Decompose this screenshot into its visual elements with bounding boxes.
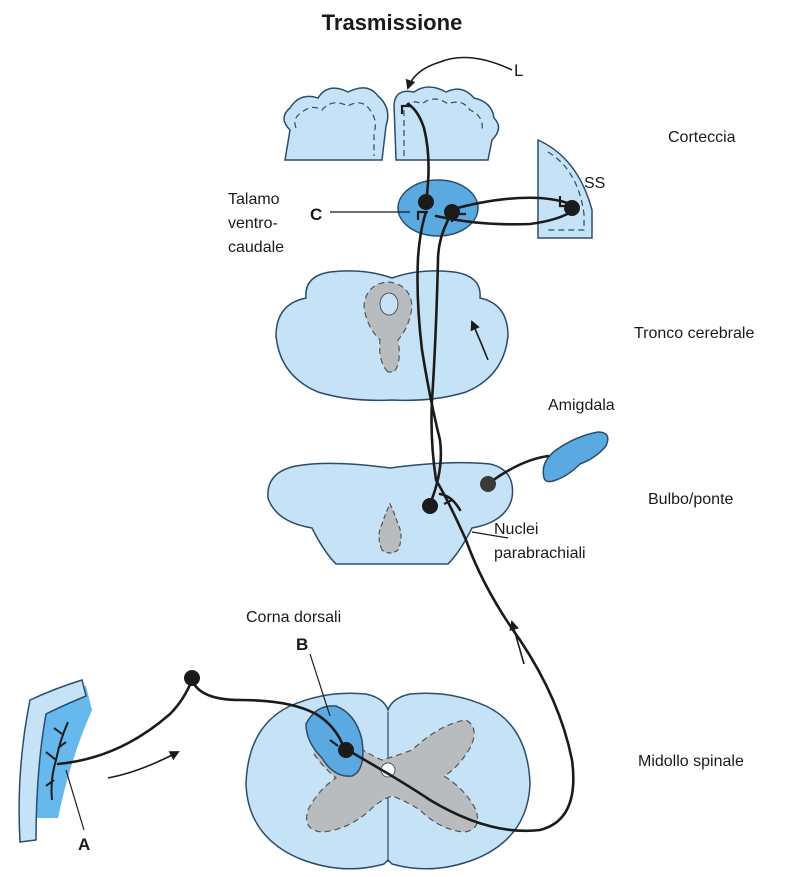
amygdala — [543, 432, 608, 482]
medulla-pons-slice — [268, 463, 513, 564]
cortex-slice — [284, 87, 499, 160]
label-corteccia: Corteccia — [668, 129, 736, 146]
label-nuclei-2: parabrachiali — [494, 545, 586, 562]
label-b: B — [296, 635, 308, 654]
label-nuclei-1: Nuclei — [494, 521, 538, 538]
label-talamo-1: Talamo — [228, 191, 280, 208]
label-midollo-spinale: Midollo spinale — [638, 753, 744, 770]
brainstem-slice — [276, 271, 508, 400]
label-corna-dorsali: Corna dorsali — [246, 609, 341, 626]
diagram-title: Trasmissione — [322, 10, 463, 35]
direction-arrows — [108, 58, 524, 779]
thalamus-ventrocaudal — [398, 180, 478, 236]
label-l: L — [514, 61, 523, 80]
label-tronco-cerebrale: Tronco cerebrale — [634, 325, 754, 342]
label-ss: SS — [584, 175, 605, 192]
label-a: A — [78, 835, 90, 854]
label-c: C — [310, 205, 322, 224]
label-amigdala: Amigdala — [548, 397, 615, 414]
label-talamo-2: ventro- — [228, 215, 278, 232]
label-bulbo-ponte: Bulbo/ponte — [648, 491, 734, 508]
label-talamo-3: caudale — [228, 239, 284, 256]
spinal-cord-slice — [246, 693, 530, 869]
